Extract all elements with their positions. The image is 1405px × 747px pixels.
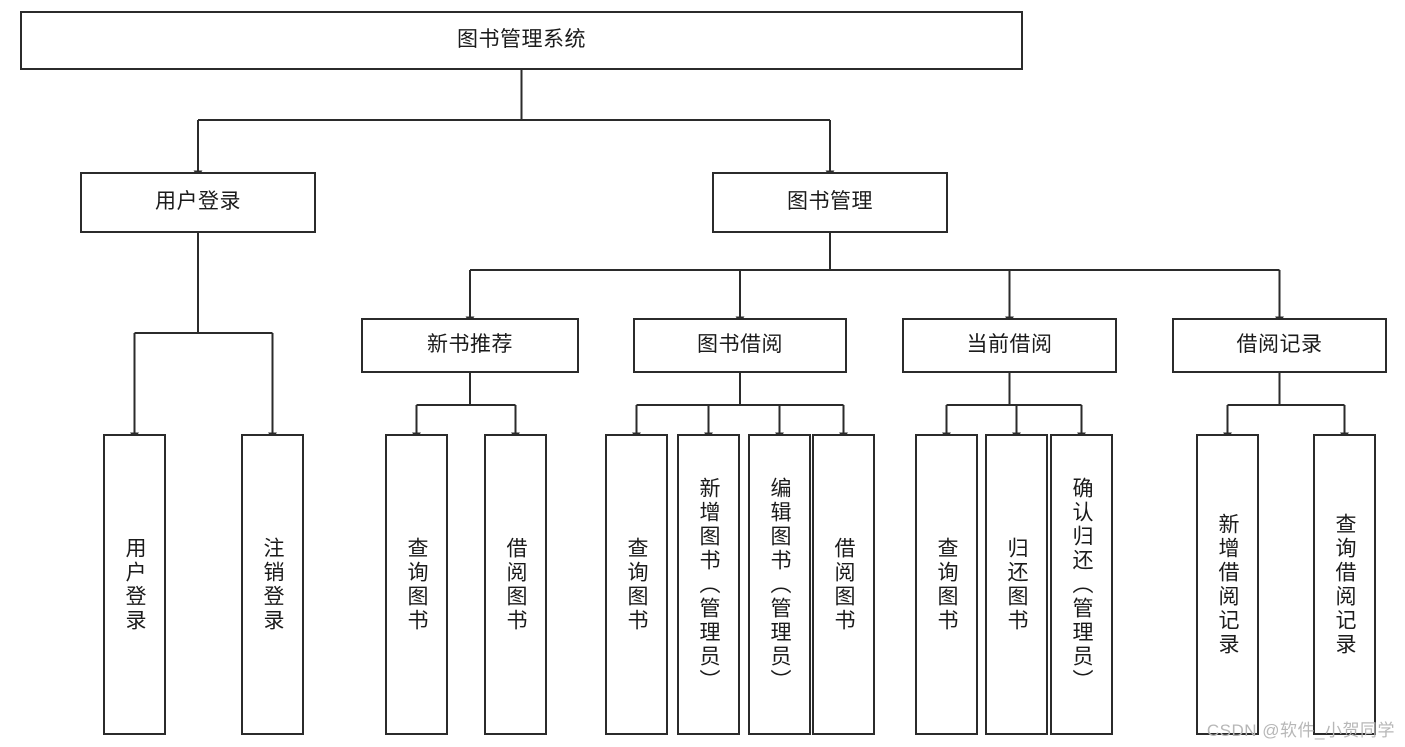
node-leaf-user-login[interactable]: 用户登录 [103, 434, 166, 735]
node-label: 编辑图书（管理员） [768, 476, 791, 693]
node-root[interactable]: 图书管理系统 [20, 11, 1023, 70]
node-label: 查询图书 [625, 536, 648, 633]
node-label: 确认归还（管理员） [1070, 476, 1093, 693]
node-label: 图书管理系统 [457, 28, 586, 52]
node-leaf-add-record[interactable]: 新增借阅记录 [1196, 434, 1259, 735]
node-label: 图书借阅 [697, 333, 783, 357]
node-leaf-edit-book[interactable]: 编辑图书（管理员） [748, 434, 811, 735]
node-label: 注销登录 [261, 536, 284, 633]
node-leaf-borrow-book-1[interactable]: 借阅图书 [484, 434, 547, 735]
node-current-borrow[interactable]: 当前借阅 [902, 318, 1117, 373]
node-leaf-borrow-book-2[interactable]: 借阅图书 [812, 434, 875, 735]
csdn-watermark: CSDN @软件_小贺同学 [1206, 721, 1395, 740]
node-label: 归还图书 [1005, 536, 1028, 633]
node-leaf-query-book-3[interactable]: 查询图书 [915, 434, 978, 735]
node-label: 查询图书 [405, 536, 428, 633]
node-leaf-query-book-2[interactable]: 查询图书 [605, 434, 668, 735]
node-leaf-user-logout[interactable]: 注销登录 [241, 434, 304, 735]
node-label: 当前借阅 [966, 333, 1053, 357]
node-label: 图书管理 [787, 190, 873, 214]
node-label: 查询图书 [935, 536, 958, 633]
node-label: 新书推荐 [427, 333, 513, 357]
node-user-login[interactable]: 用户登录 [80, 172, 316, 233]
node-leaf-return-book[interactable]: 归还图书 [985, 434, 1048, 735]
node-book-manage[interactable]: 图书管理 [712, 172, 948, 233]
node-leaf-query-book-1[interactable]: 查询图书 [385, 434, 448, 735]
node-label: 新增图书（管理员） [697, 476, 720, 693]
node-label: 新增借阅记录 [1216, 512, 1239, 657]
node-leaf-confirm-return[interactable]: 确认归还（管理员） [1050, 434, 1113, 735]
node-leaf-query-record[interactable]: 查询借阅记录 [1313, 434, 1376, 735]
node-label: 借阅记录 [1236, 333, 1323, 357]
node-label: 查询借阅记录 [1333, 512, 1356, 657]
node-label: 借阅图书 [832, 536, 855, 633]
node-new-book-rec[interactable]: 新书推荐 [361, 318, 579, 373]
node-borrow-record[interactable]: 借阅记录 [1172, 318, 1387, 373]
node-label: 借阅图书 [504, 536, 527, 633]
node-label: 用户登录 [155, 190, 241, 214]
node-label: 用户登录 [123, 536, 146, 633]
node-book-borrow[interactable]: 图书借阅 [633, 318, 847, 373]
node-leaf-add-book[interactable]: 新增图书（管理员） [677, 434, 740, 735]
